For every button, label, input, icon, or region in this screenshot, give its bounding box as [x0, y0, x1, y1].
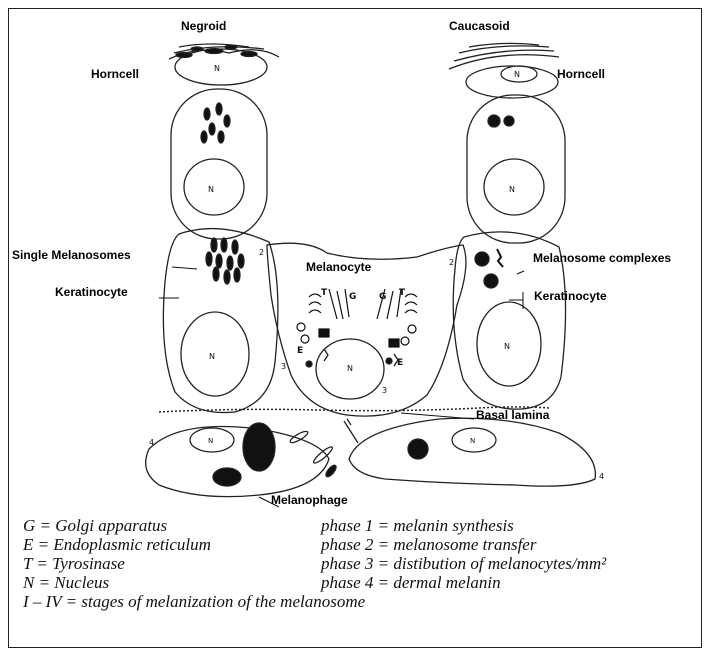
label-basal-lamina: Basal lamina — [476, 408, 549, 422]
figure-frame: N N N — [8, 8, 702, 648]
right-melanophage — [349, 418, 595, 486]
legend-right-2: phase 3 = distibution of melanocytes/mm² — [321, 554, 606, 573]
label-single-melanosomes: Single Melanosomes — [12, 248, 131, 262]
legend-left-3: N = Nucleus — [23, 573, 109, 592]
legend-right-3: phase 4 = dermal melanin — [321, 573, 501, 592]
label-melanocyte: Melanocyte — [306, 260, 371, 274]
legend-right-0: phase 1 = melanin synthesis — [321, 516, 514, 535]
tyrosinase-mark: T — [321, 288, 328, 298]
legend-left-1: E = Endoplasmic reticulum — [23, 535, 211, 554]
nucleus-mark: N — [504, 342, 510, 351]
negroid-horncell — [169, 44, 279, 85]
nucleus-mark: N — [209, 352, 215, 361]
pointer-lines — [159, 267, 524, 507]
nucleus-mark: N — [514, 70, 520, 79]
nucleus-mark: N — [208, 437, 213, 445]
nucleus-mark: N — [470, 437, 475, 445]
left-melanophage — [146, 423, 329, 497]
caucasoid-upper-keratinocyte — [467, 95, 565, 243]
golgi-mark: G — [349, 292, 356, 302]
golgi-mark: G — [379, 292, 386, 302]
label-negroid: Negroid — [181, 19, 226, 33]
label-caucasoid: Caucasoid — [449, 19, 510, 33]
phase-3-mark: 3 — [281, 362, 286, 371]
nucleus-mark: N — [214, 64, 220, 73]
er-mark: E — [397, 358, 403, 368]
label-horncell-left: Horncell — [91, 67, 139, 81]
er-mark: E — [297, 346, 303, 356]
legend-left-0: G = Golgi apparatus — [23, 516, 167, 535]
label-melanosome-complexes: Melanosome complexes — [533, 251, 671, 265]
negroid-upper-keratinocyte — [171, 89, 267, 239]
legend-left-2: T = Tyrosinase — [23, 554, 125, 573]
caucasoid-horncell — [449, 43, 559, 98]
label-horncell-right: Horncell — [557, 67, 605, 81]
phase-2-mark: 2 — [259, 248, 264, 257]
legend-right-1: phase 2 = melanosome transfer — [321, 535, 536, 554]
legend-footer: I – IV = stages of melanization of the m… — [23, 592, 365, 611]
phase-3-mark: 3 — [382, 386, 387, 395]
label-keratinocyte-right: Keratinocyte — [534, 289, 607, 303]
phase-2-mark: 2 — [449, 258, 454, 267]
label-keratinocyte-left: Keratinocyte — [55, 285, 128, 299]
tyrosinase-mark: T — [399, 288, 406, 298]
nucleus-mark: N — [347, 364, 353, 373]
nucleus-mark: N — [509, 185, 515, 194]
label-melanophage: Melanophage — [271, 493, 348, 507]
nucleus-mark: N — [208, 185, 214, 194]
phase-4-mark: 4 — [599, 472, 604, 481]
